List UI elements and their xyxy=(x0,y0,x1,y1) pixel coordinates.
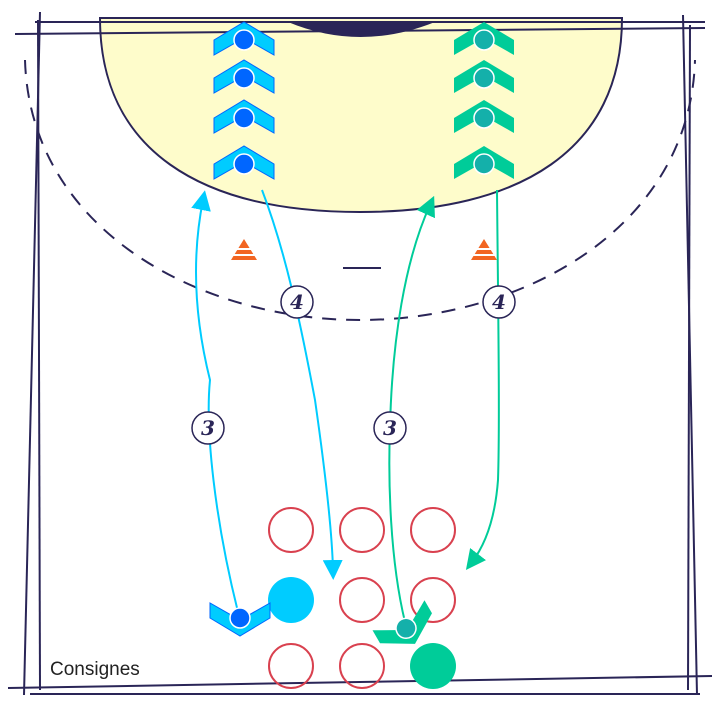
svg-text:3: 3 xyxy=(383,416,397,440)
target-ring xyxy=(339,577,385,623)
svg-text:3: 3 xyxy=(201,416,215,440)
arrow-blue-shot xyxy=(191,190,239,613)
step-badge-green-return: 4 xyxy=(482,285,516,319)
target-ring xyxy=(268,643,314,689)
goal xyxy=(288,22,435,37)
target-ring xyxy=(339,643,385,689)
svg-text:4: 4 xyxy=(492,290,506,314)
caption-label: Consignes xyxy=(50,659,140,680)
cone-icon xyxy=(231,239,257,260)
arrow-green-return xyxy=(465,189,500,570)
svg-text:4: 4 xyxy=(290,290,304,314)
target-ring xyxy=(410,507,456,553)
player-blue-shooter xyxy=(209,602,271,637)
goal-area xyxy=(98,17,624,214)
cone-icon xyxy=(471,239,497,260)
arrow-blue-return xyxy=(261,189,343,580)
step-badge-green-shot: 3 xyxy=(373,411,407,445)
ball-green xyxy=(410,643,456,689)
target-ring xyxy=(339,507,385,553)
free-throw-line xyxy=(24,59,696,322)
target-ring xyxy=(268,507,314,553)
step-badge-blue-shot: 3 xyxy=(191,411,225,445)
target-ring xyxy=(410,577,456,623)
step-badge-blue-return: 4 xyxy=(280,285,314,319)
target-rings xyxy=(268,507,456,689)
ball-blue xyxy=(268,577,314,623)
